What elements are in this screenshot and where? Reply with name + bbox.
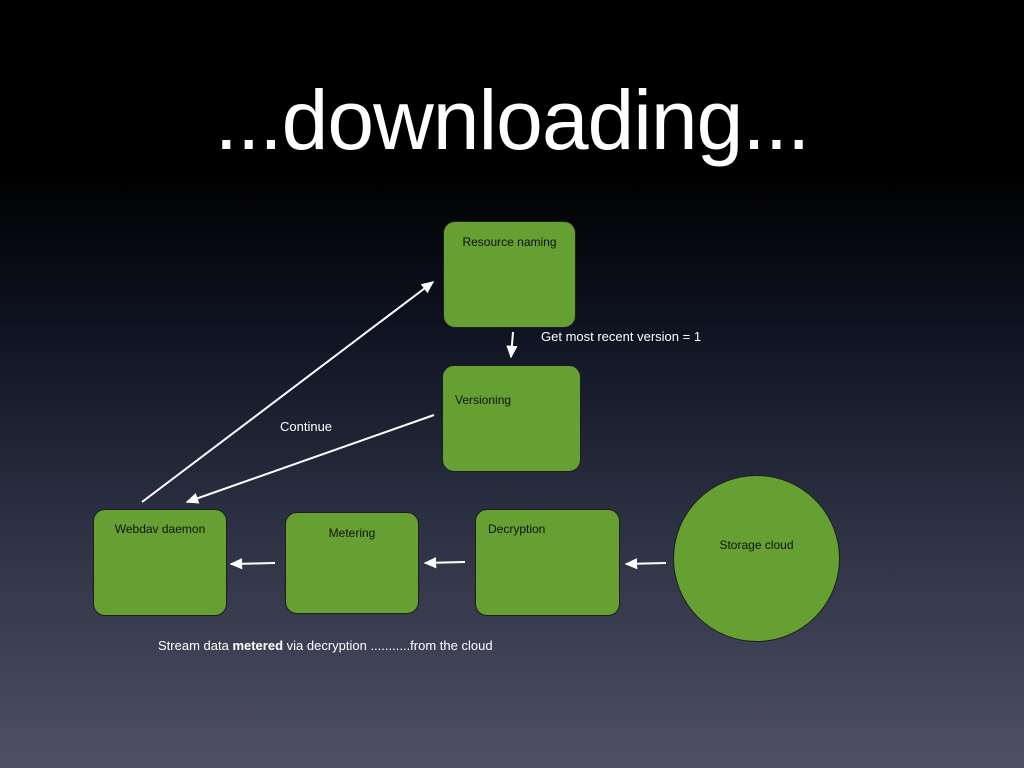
arrow-versioning-to-webdav bbox=[185, 414, 435, 504]
stream-caption-bold: metered bbox=[232, 638, 284, 653]
stream-caption-part2: via decryption ...........from the cloud bbox=[283, 638, 493, 653]
slide-title: ...downloading... bbox=[214, 73, 811, 167]
resource-naming-label: Resource naming bbox=[462, 235, 557, 249]
metering-label: Metering bbox=[328, 526, 376, 540]
get-version-annotation: Get most recent version = 1 bbox=[541, 329, 702, 344]
metering-node: Metering bbox=[285, 512, 419, 614]
arrow-resource-naming-to-versioning bbox=[506, 331, 518, 359]
decryption-node: Decryption bbox=[475, 509, 620, 616]
stream-data-caption: Stream data metered via decryption .....… bbox=[158, 638, 493, 653]
storage-cloud-label: Storage cloud bbox=[719, 538, 794, 552]
versioning-node: Versioning bbox=[442, 365, 581, 472]
storage-cloud-node: Storage cloud bbox=[673, 475, 840, 642]
webdav-daemon-node: Webdav daemon bbox=[93, 509, 227, 616]
arrow-decryption-to-metering bbox=[423, 557, 466, 569]
arrow-metering-to-webdav bbox=[229, 558, 276, 570]
arrow-cloud-to-decryption bbox=[624, 558, 667, 570]
webdav-daemon-label: Webdav daemon bbox=[114, 522, 206, 536]
versioning-label: Versioning bbox=[455, 393, 512, 407]
arrow-webdav-to-resource-naming bbox=[141, 281, 435, 503]
resource-naming-node: Resource naming bbox=[443, 221, 576, 328]
decryption-label: Decryption bbox=[488, 522, 546, 536]
stream-caption-part1: Stream data bbox=[158, 638, 233, 653]
continue-annotation: Continue bbox=[280, 419, 333, 434]
